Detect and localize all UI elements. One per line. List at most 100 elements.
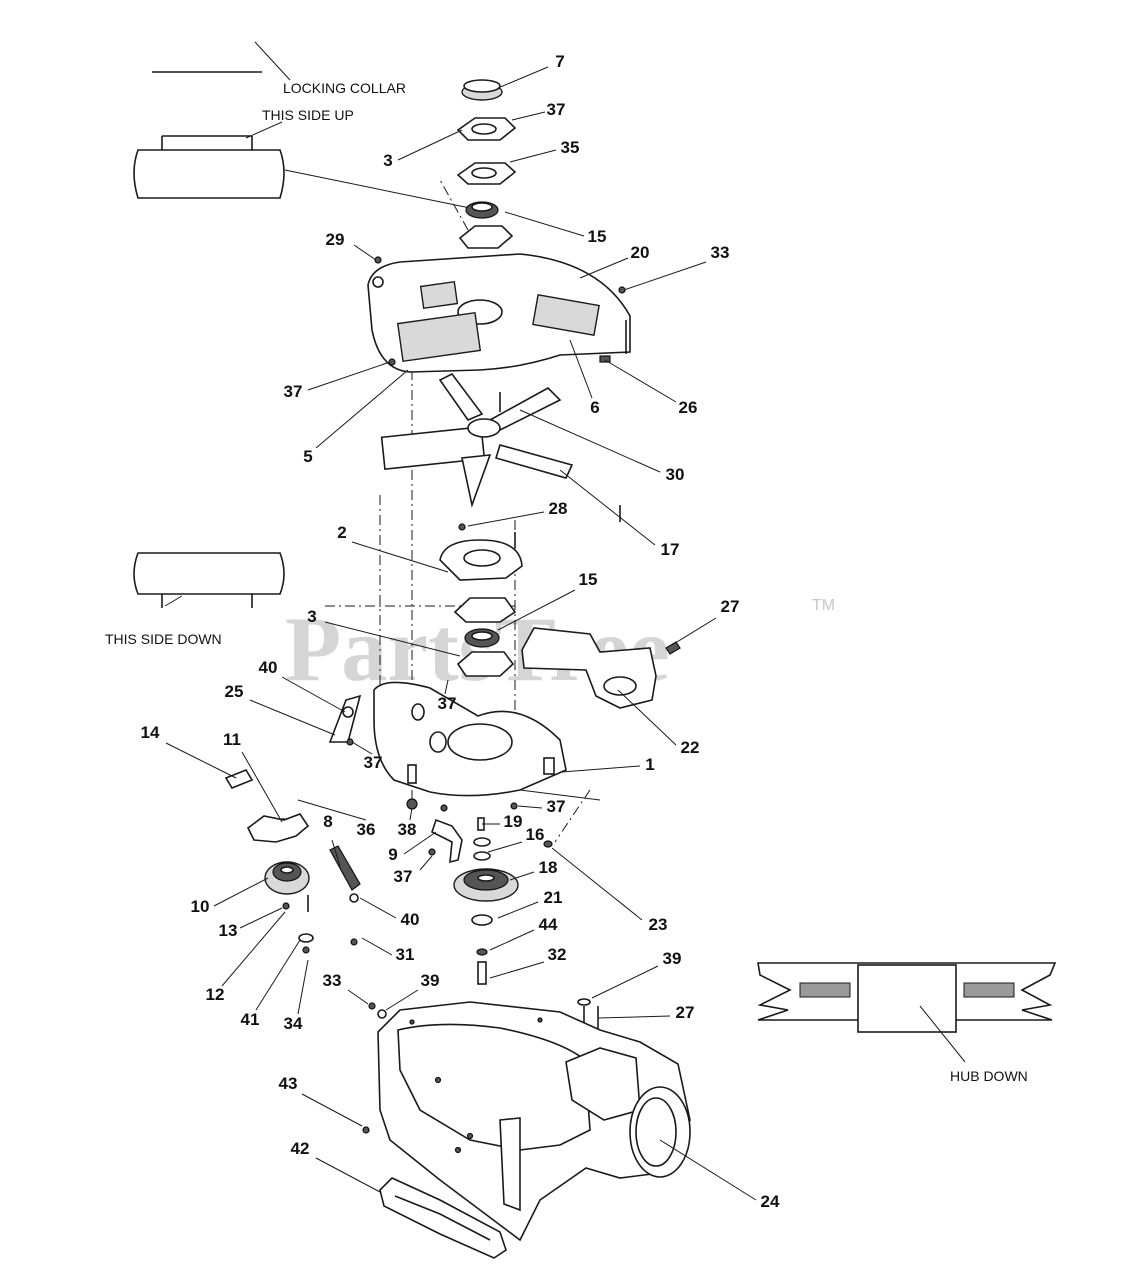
caption-this-side-down: THIS SIDE DOWN (105, 631, 222, 647)
callout-c8: 8 (323, 812, 332, 831)
part-20-cover (367, 253, 631, 373)
part-44-washer (476, 948, 488, 956)
callout-c37c: 37 (438, 694, 457, 713)
part-25-bracket (328, 694, 362, 746)
part-30-impeller (380, 372, 621, 522)
callout-c11: 11 (223, 730, 241, 749)
idler-parts (224, 769, 310, 843)
part-3-flange-mid (453, 597, 517, 623)
impeller-hub (467, 418, 501, 438)
leader-c41 (255, 939, 301, 1011)
callout-c1: 1 (645, 755, 654, 774)
part-23-screw (543, 840, 553, 848)
leader-c37a (511, 111, 546, 121)
leader-c9 (403, 831, 437, 855)
part-14-pin (224, 769, 254, 789)
bearing-side-up (133, 149, 285, 199)
middle-bearing-stack (439, 523, 523, 677)
callout-c5: 5 (303, 447, 312, 466)
label-decal-c (532, 294, 600, 336)
callout-c2: 2 (337, 523, 346, 542)
callout-c38: 38 (398, 820, 417, 839)
callout-c35: 35 (561, 138, 580, 157)
leader-c26 (604, 359, 677, 403)
callout-c16: 16 (526, 825, 545, 844)
leader-c43 (301, 1093, 363, 1127)
callout-c41: 41 (241, 1010, 260, 1029)
leader-c13 (239, 907, 283, 929)
leader-c28 (467, 511, 545, 527)
leader-c8 (331, 839, 341, 867)
leader-c29 (353, 244, 377, 261)
lower-drive-parts (406, 789, 601, 985)
leader-c5 (315, 369, 409, 449)
part-36-arm (246, 813, 310, 843)
callout-c24: 24 (761, 1192, 780, 1211)
callout-c39b: 39 (421, 971, 440, 990)
inset-this-side-down: THIS SIDE DOWN (105, 552, 285, 647)
callout-c33b: 33 (323, 971, 342, 990)
callout-c43: 43 (279, 1074, 298, 1093)
leader-c34 (297, 959, 309, 1015)
lower-fasteners (368, 998, 599, 1032)
leader-c39b (385, 989, 419, 1011)
leader-c23 (551, 847, 643, 921)
callout-c30: 30 (666, 465, 685, 484)
leader-c37c (444, 679, 449, 695)
leader-c18 (509, 871, 535, 881)
leader-c39a (591, 965, 659, 999)
label-decal-a (419, 280, 459, 310)
leader-c44 (489, 929, 535, 951)
callout-c15b: 15 (579, 570, 598, 589)
caption-locking-collar: LOCKING COLLAR (283, 80, 406, 96)
caption-hub-down: HUB DOWN (950, 1068, 1028, 1084)
lower-cover-parts (362, 1126, 507, 1259)
callout-c13: 13 (219, 921, 238, 940)
leader-c37b (307, 361, 391, 391)
leader-c6 (569, 339, 593, 399)
leader-c15b (497, 589, 576, 631)
leader-c10 (213, 877, 269, 907)
callout-c19: 19 (504, 812, 523, 831)
callout-c37a: 37 (547, 100, 566, 119)
callout-c36: 36 (357, 820, 376, 839)
leader-c3b (324, 621, 461, 657)
callout-c40b: 40 (401, 910, 420, 929)
callout-c23: 23 (649, 915, 668, 934)
leader-c17 (559, 469, 656, 546)
callout-c10: 10 (191, 897, 210, 916)
leader-c16 (487, 841, 523, 853)
inset-this-side-up: LOCKING COLLAR THIS SIDE UP (133, 41, 471, 209)
callout-c44: 44 (539, 915, 558, 934)
leader-c3a (397, 129, 463, 161)
part-9-plate (431, 818, 463, 864)
part-38-nut (406, 798, 418, 810)
callout-c29: 29 (326, 230, 345, 249)
part-16-washer-b (473, 851, 491, 861)
leader-c25 (249, 699, 336, 736)
leader-c27a (671, 617, 717, 646)
leader-c1 (561, 765, 641, 773)
part-22-adapter (521, 627, 681, 709)
callout-c27a: 27 (721, 597, 740, 616)
leader-c35 (509, 149, 557, 163)
part-3-flange-top (458, 225, 514, 249)
leader-c42 (315, 1157, 381, 1193)
leader-c20 (579, 257, 629, 279)
leader-c36 (297, 799, 367, 821)
leader-c11 (241, 751, 283, 823)
callout-c37e: 37 (547, 797, 566, 816)
part-21-washer (471, 914, 493, 926)
callout-c42: 42 (291, 1139, 310, 1158)
bearing-side-down (133, 552, 285, 595)
leader-c21 (497, 901, 539, 919)
leader-c31 (361, 937, 393, 956)
callout-c26: 26 (679, 398, 698, 417)
outlet-ring-inner (635, 1097, 677, 1167)
leader-c27b (597, 1015, 671, 1019)
callout-c27b: 27 (676, 1003, 695, 1022)
part-3-flange-low (456, 651, 515, 677)
leader-c14 (165, 742, 237, 779)
